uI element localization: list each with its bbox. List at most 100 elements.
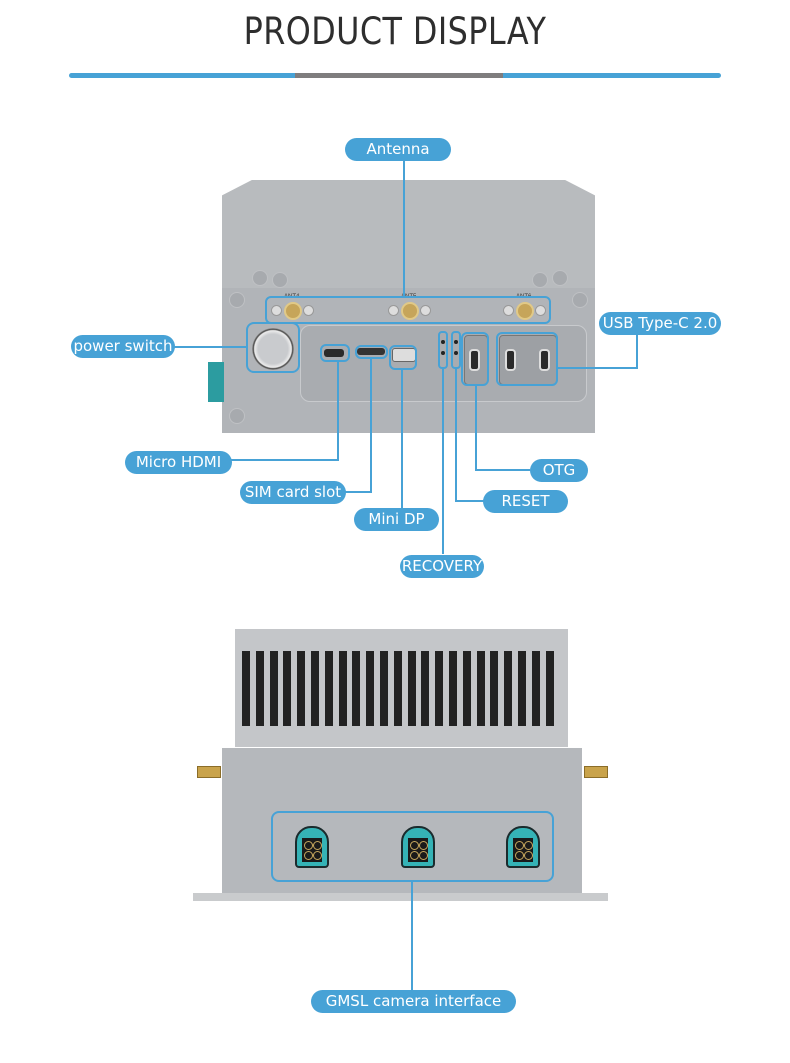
antenna-connector-icon	[401, 302, 419, 320]
vent-slot	[393, 651, 402, 726]
screw-icon	[252, 270, 268, 286]
screw-icon	[552, 270, 568, 286]
screw-icon	[229, 292, 245, 308]
reset-led	[454, 340, 458, 344]
gmsl-highlight	[271, 811, 554, 882]
callout-gmsl-camera-interface: GMSL camera interface	[311, 990, 516, 1013]
connector-pin	[304, 841, 313, 850]
usb-c-leader-h	[557, 367, 638, 369]
vent-slot	[380, 651, 388, 726]
gmsl-connector-1	[295, 826, 329, 868]
vent-slot	[476, 651, 485, 726]
title-underline-right	[503, 73, 721, 78]
gmsl-leader	[411, 880, 413, 990]
recovery-button	[441, 351, 445, 355]
usb-c-leader-v	[636, 333, 638, 369]
sma-nut-icon	[271, 305, 282, 316]
otg-usb-c-port	[469, 349, 480, 371]
vent-grille	[242, 651, 560, 731]
callout-sim-card-slot: SIM card slot	[240, 481, 346, 504]
screw-icon	[532, 272, 548, 288]
gmsl-connector-3	[506, 826, 540, 868]
callout-otg: OTG	[530, 459, 588, 482]
otg-leader-h	[475, 469, 530, 471]
connector-pin	[515, 851, 524, 860]
recovery-highlight	[438, 331, 448, 369]
sim-leader-v	[370, 358, 372, 493]
sma-nut-icon	[303, 305, 314, 316]
connector-pin	[410, 841, 419, 850]
reset-highlight	[451, 331, 461, 369]
vent-slot	[297, 651, 306, 726]
recovery-leader	[442, 368, 444, 554]
vent-slot	[407, 651, 416, 726]
callout-reset: RESET	[483, 490, 568, 513]
connector-pin	[410, 851, 419, 860]
usb-c-port-2	[539, 349, 550, 371]
connector-pin	[524, 841, 533, 850]
screw-icon	[572, 292, 588, 308]
power-switch-highlight	[246, 322, 300, 373]
sim-slot	[357, 348, 385, 355]
gmsl-connector-2	[401, 826, 435, 868]
power-switch-leader	[174, 346, 247, 348]
usb-c-port-1	[505, 349, 516, 371]
antenna-leader	[403, 160, 405, 298]
mini-dp-leader	[401, 369, 403, 509]
side-connector	[208, 362, 224, 402]
sma-nut-icon	[420, 305, 431, 316]
connector-pin	[419, 841, 428, 850]
vent-slot	[531, 651, 540, 726]
sim-leader-h	[345, 491, 372, 493]
recovery-led	[441, 340, 445, 344]
vent-slot	[255, 651, 264, 726]
vent-slot	[518, 651, 526, 726]
micro-hdmi-leader-h	[230, 459, 339, 461]
micro-hdmi-leader-v	[337, 361, 339, 461]
vent-slot	[449, 651, 457, 726]
screw-icon	[272, 272, 288, 288]
sim-slot-highlight	[355, 345, 388, 359]
left-antenna-connector-icon	[197, 766, 221, 778]
device-top-panel	[222, 180, 595, 290]
callout-usb-type-c: USB Type-C 2.0	[599, 312, 721, 335]
callout-micro-hdmi: Micro HDMI	[125, 451, 232, 474]
otg-highlight	[461, 332, 489, 386]
connector-pin	[524, 851, 533, 860]
otg-leader-v	[475, 385, 477, 471]
micro-hdmi-highlight	[320, 344, 350, 362]
screw-icon	[229, 408, 245, 424]
device-rear-body	[222, 748, 582, 896]
micro-hdmi-port	[324, 349, 344, 357]
callout-mini-dp: Mini DP	[354, 508, 439, 531]
usb-c-highlight	[496, 332, 558, 386]
vent-slot	[462, 651, 471, 726]
callout-power-switch: power switch	[71, 335, 175, 358]
connector-pin	[419, 851, 428, 860]
vent-slot	[545, 651, 554, 726]
sma-nut-icon	[388, 305, 399, 316]
vent-slot	[324, 651, 333, 726]
antenna-connector-icon	[284, 302, 302, 320]
reset-button	[454, 351, 458, 355]
connector-pin	[313, 851, 322, 860]
vent-slot	[269, 651, 278, 726]
vent-slot	[421, 651, 430, 726]
reset-leader-h	[455, 500, 485, 502]
vent-slot	[366, 651, 375, 726]
reset-leader-v	[455, 368, 457, 502]
sma-nut-icon	[535, 305, 546, 316]
mini-dp-highlight	[389, 345, 417, 370]
page-title: PRODUCT DISPLAY	[243, 10, 547, 53]
callout-antenna: Antenna	[345, 138, 451, 161]
connector-pin	[515, 841, 524, 850]
mounting-base	[193, 893, 608, 901]
antenna-connector-icon	[516, 302, 534, 320]
connector-pin	[313, 841, 322, 850]
vent-slot	[311, 651, 319, 726]
sma-nut-icon	[503, 305, 514, 316]
vent-slot	[283, 651, 292, 726]
vent-slot	[242, 651, 250, 726]
vent-slot	[490, 651, 499, 726]
power-button-icon	[252, 328, 294, 370]
